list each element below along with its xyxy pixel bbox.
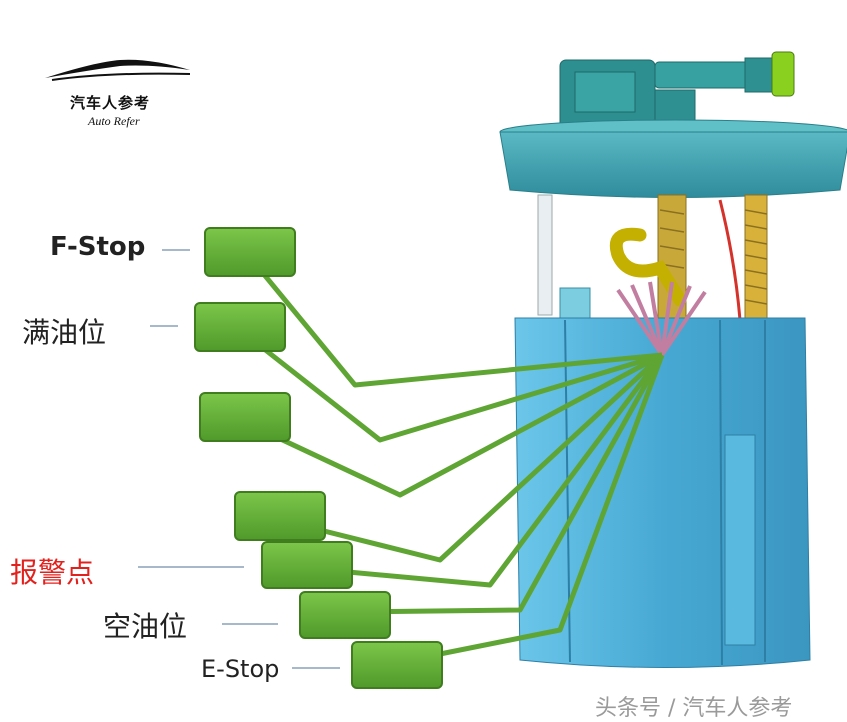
contact-leads [238, 253, 665, 665]
fuel-pump-module [499, 51, 847, 668]
contact-pad-upper-warning [234, 491, 326, 541]
contact-pad-full-level [194, 302, 286, 352]
contact-pads [194, 227, 443, 689]
logo-name-en: Auto Refer [88, 114, 140, 128]
label-warning-point: 报警点 [10, 556, 95, 589]
contact-pad-mid-level [199, 392, 291, 442]
car-silhouette-icon [45, 59, 190, 78]
resistor-contact-fan [616, 281, 707, 357]
label-e-stop: E-Stop [201, 655, 280, 683]
label-leader-lines [138, 249, 340, 669]
watermark: 头条号 / 汽车人参考 [595, 696, 793, 721]
contact-pad-f-stop [204, 227, 296, 277]
contact-pad-warning-point [261, 541, 353, 589]
contact-pad-e-stop [351, 641, 443, 689]
label-full-level: 满油位 [22, 316, 107, 349]
spring [744, 194, 768, 326]
label-f-stop: F-Stop [50, 232, 146, 262]
logo [45, 59, 191, 81]
label-empty-level: 空油位 [103, 610, 188, 643]
logo-name-cn: 汽车人参考 [70, 94, 151, 112]
contact-pad-empty-level [299, 591, 391, 639]
